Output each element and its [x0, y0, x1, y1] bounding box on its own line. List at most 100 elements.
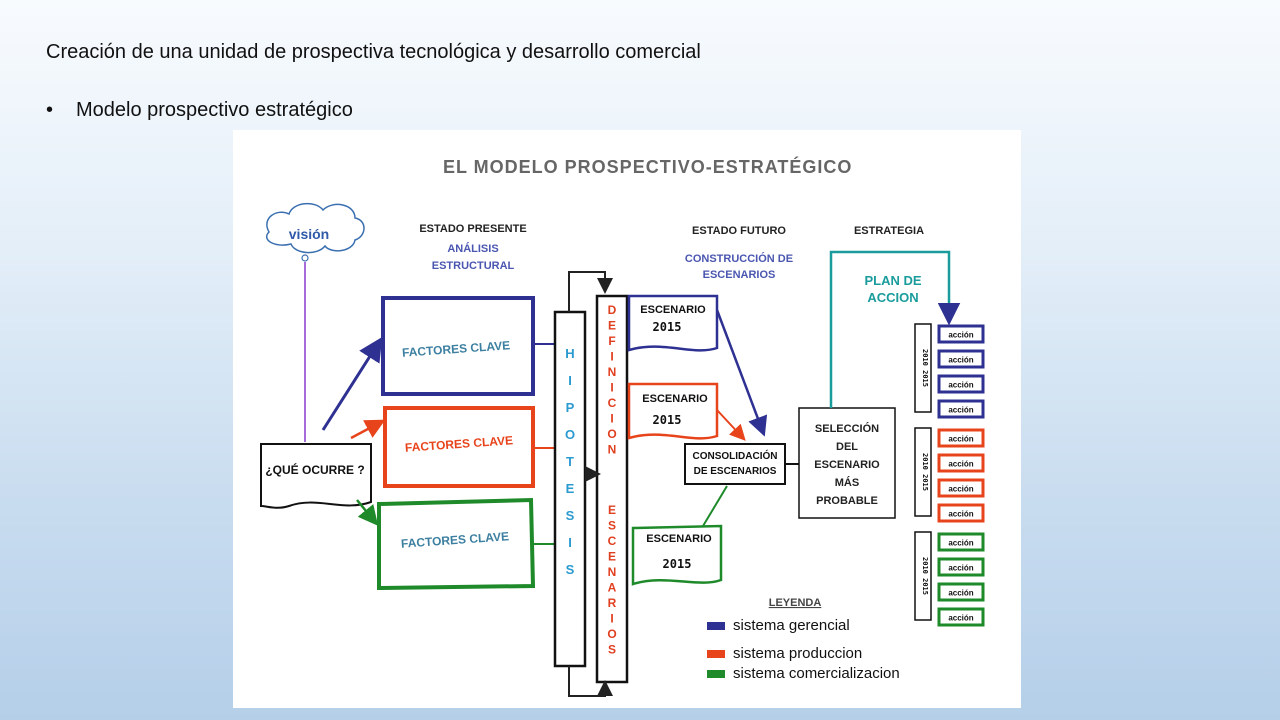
consolidation-line1: CONSOLIDACIÓN	[693, 449, 778, 462]
action-label: acción	[948, 539, 973, 548]
hypothesis-letter: P	[566, 400, 575, 415]
action-box	[937, 428, 985, 448]
scenario-green-link	[702, 485, 728, 527]
scenarios-letter: I	[610, 612, 613, 626]
hypothesis-letter: O	[565, 427, 575, 442]
scenarios-letter: E	[608, 550, 616, 564]
bullet-dot: •	[46, 99, 54, 121]
action-label: acción	[948, 435, 973, 444]
analysis-line1: ANÁLISIS	[447, 242, 498, 255]
arrow-to-green-factors	[356, 499, 379, 526]
hypothesis-letter: S	[566, 508, 575, 523]
factor-box-green: FACTORES CLAVE	[377, 497, 536, 591]
action-box	[937, 453, 985, 473]
action-box	[937, 374, 985, 394]
scenarios-letter: E	[608, 503, 616, 517]
question-label: ¿QUÉ OCURRE ?	[265, 462, 364, 477]
bottom-loop-arrow	[568, 666, 613, 697]
arrow-to-red-factors	[350, 419, 386, 440]
definition-letter: I	[610, 412, 613, 426]
action-box	[937, 324, 985, 344]
definition-letter: N	[608, 365, 617, 379]
scenario-year-green: 2015	[663, 557, 692, 571]
factor-box-blue: FACTORES CLAVE	[381, 296, 535, 396]
scenarios-letter: O	[607, 627, 616, 641]
definition-letter: I	[610, 350, 613, 364]
selection-line: PROBABLE	[816, 495, 878, 507]
period-label: 2010 2015	[921, 453, 929, 491]
legend-label: sistema produccion	[733, 645, 862, 662]
strategy-arrow	[829, 250, 961, 408]
period-box	[914, 323, 932, 413]
scenario-year-blue: 2015	[653, 320, 682, 334]
period-box	[914, 427, 932, 517]
construction-line2: ESCENARIOS	[703, 269, 776, 281]
consolidation-box: CONSOLIDACIÓN DE ESCENARIOS	[684, 443, 786, 485]
vision-cloud: visión	[266, 202, 365, 262]
period-label: 2010 2015	[921, 557, 929, 595]
arrow-to-blue-factors	[321, 336, 383, 431]
action-box	[937, 557, 985, 577]
scenario-label-blue: ESCENARIO	[640, 304, 706, 316]
action-box	[937, 503, 985, 523]
action-box	[937, 349, 985, 369]
legend-swatch	[707, 622, 725, 630]
action-label: acción	[948, 381, 973, 390]
action-label: acción	[948, 356, 973, 365]
action-label: acción	[948, 331, 973, 340]
definition-letter: I	[610, 381, 613, 395]
scenario-red-link	[716, 409, 746, 441]
scenarios-letter: R	[608, 596, 617, 610]
action-label: acción	[948, 510, 973, 519]
hypothesis-letter: E	[566, 481, 575, 496]
period-box	[914, 531, 932, 621]
scenario-year-red: 2015	[653, 413, 682, 427]
legend-swatch	[707, 670, 725, 678]
question-box: ¿QUÉ OCURRE ?	[260, 443, 372, 509]
action-group: 2010 2015 acción acción acción acción	[914, 427, 985, 523]
selection-line: SELECCIÓN	[815, 422, 879, 435]
scenarios-letter: N	[608, 565, 617, 579]
scenarios-letter: A	[608, 581, 617, 595]
scenario-box-blue: ESCENARIO 2015	[627, 294, 719, 352]
future-state-header: ESTADO FUTURO	[692, 225, 786, 237]
action-label: acción	[948, 564, 973, 573]
definition-letter: D	[608, 303, 617, 317]
scenarios-letter: S	[608, 519, 616, 533]
selection-line: ESCENARIO	[814, 459, 880, 471]
definition-letter: N	[608, 443, 617, 457]
scenario-blue-link	[715, 309, 768, 437]
hypothesis-letter: I	[568, 373, 572, 388]
action-box	[937, 399, 985, 419]
scenario-label-red: ESCENARIO	[642, 393, 708, 405]
action-box	[937, 582, 985, 602]
definition-letter: E	[608, 319, 616, 333]
hypothesis-letter: I	[568, 535, 572, 550]
scenario-box-red: ESCENARIO 2015	[627, 382, 719, 440]
scenario-label-green: ESCENARIO	[646, 533, 712, 545]
analysis-line2: ESTRUCTURAL	[432, 260, 515, 272]
hypothesis-letter: S	[566, 562, 575, 577]
factor-box-red: FACTORES CLAVE	[383, 406, 535, 488]
action-box	[937, 532, 985, 552]
vision-label: visión	[289, 226, 329, 242]
consolidation-line2: DE ESCENARIOS	[694, 466, 777, 477]
selection-line: MÁS	[835, 476, 859, 489]
strategy-header: ESTRATEGIA	[854, 225, 924, 237]
legend-label: sistema comercializacion	[733, 665, 900, 682]
scenarios-letter: C	[608, 534, 617, 548]
slide-title: Creación de una unidad de prospectiva te…	[46, 41, 701, 63]
action-label: acción	[948, 485, 973, 494]
action-label: acción	[948, 460, 973, 469]
scenarios-letter: S	[608, 643, 616, 657]
top-loop-arrow	[568, 271, 613, 312]
prospective-model-diagram: EL MODELO PROSPECTIVO-ESTRATÉGICO visión…	[233, 130, 1021, 708]
action-label: acción	[948, 589, 973, 598]
bullet-text: Modelo prospectivo estratégico	[76, 99, 353, 121]
